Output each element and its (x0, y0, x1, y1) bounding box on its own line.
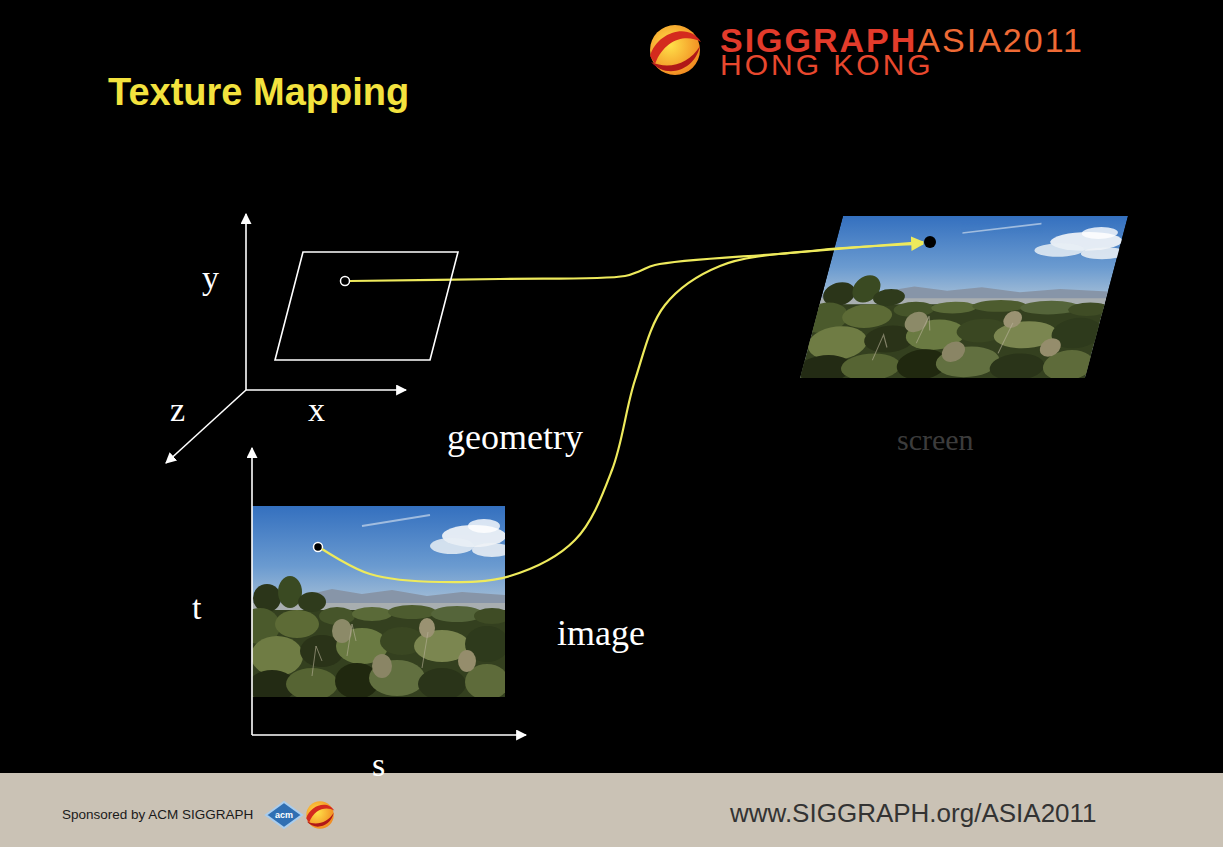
axes-2d (252, 448, 526, 735)
conference-logo (650, 25, 701, 75)
footer-band (0, 773, 1223, 847)
quad-outline (275, 252, 458, 360)
logo-text: acm (275, 811, 293, 820)
axes-3d (166, 390, 246, 463)
brand-word: ASIA2011 (917, 23, 1084, 57)
quad-outline (275, 252, 458, 360)
sponsor-note: Sponsored by ACM SIGGRAPH (62, 808, 253, 822)
node-label: screen (897, 425, 974, 455)
mapping-curve (322, 244, 923, 582)
node-label: image (557, 615, 645, 651)
axis-label: x (308, 393, 325, 427)
axes-2d (251, 448, 253, 735)
acm-logo (266, 802, 302, 828)
node-label: geometry (447, 419, 583, 455)
axis-label: t (192, 591, 201, 625)
quad-outline (800, 216, 1128, 378)
screen-quad: screen (800, 216, 1128, 378)
sample-point (314, 543, 323, 552)
axis-label: s (372, 748, 385, 782)
texture-photo (240, 506, 512, 702)
axes-3d (245, 214, 247, 390)
texture-image: image (252, 506, 505, 697)
sample-point (341, 277, 350, 286)
axes-2d (252, 734, 526, 736)
screen-point (924, 236, 936, 248)
conference-logo-small (306, 801, 334, 829)
quad-outline (800, 216, 1128, 378)
axis-label: z (170, 393, 185, 427)
wireframe-quad: geometry (275, 252, 458, 360)
screen-photo (785, 216, 1136, 382)
event-city: HONG KONG (720, 50, 934, 80)
axis-label: y (202, 261, 219, 295)
footer-url: www.SIGGRAPH.org/ASIA2011 (730, 800, 1097, 826)
slide-title: Texture Mapping (108, 73, 409, 111)
axes-3d (246, 389, 406, 391)
